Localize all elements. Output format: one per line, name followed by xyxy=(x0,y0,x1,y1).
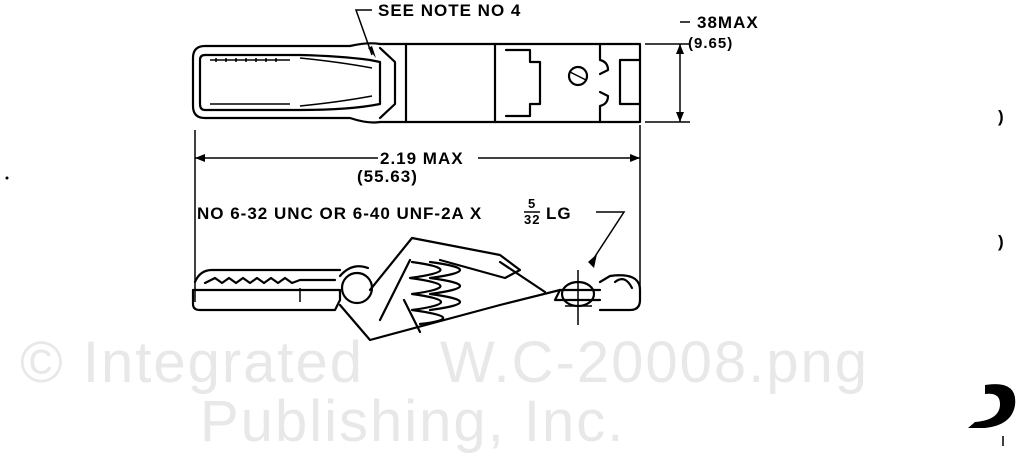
margin-mark-1: ) xyxy=(998,107,1005,126)
height-dimension xyxy=(645,21,690,123)
margin-mark-2: ) xyxy=(998,232,1005,251)
length-dim-mm: (55.63) xyxy=(357,167,418,186)
height-dim-mm: (9.65) xyxy=(688,35,733,52)
length-dim-inches: 2.19 MAX xyxy=(380,149,464,168)
clip-top-view xyxy=(191,9,642,124)
screw-length-numerator: 5 xyxy=(528,196,536,211)
height-dim-inches: 38MAX xyxy=(697,13,759,32)
watermark: © Integrated Publishing, Inc. W.C-20008.… xyxy=(20,330,869,453)
screw-length-denominator: 32 xyxy=(524,212,540,227)
watermark-line-1: © Integrated xyxy=(20,330,364,395)
screw-spec-note: NO 6-32 UNC OR 6-40 UNF-2A X xyxy=(197,204,482,223)
stray-dot xyxy=(5,176,9,180)
screw-length-unit: LG xyxy=(546,204,572,223)
see-note-callout: SEE NOTE NO 4 xyxy=(378,1,521,20)
clip-side-view xyxy=(191,236,642,342)
watermark-line-3: W.C-20008.png xyxy=(440,330,869,395)
watermark-line-2: Publishing, Inc. xyxy=(200,389,625,453)
length-dimension xyxy=(194,125,641,302)
margin-hook-mark xyxy=(968,384,1016,428)
